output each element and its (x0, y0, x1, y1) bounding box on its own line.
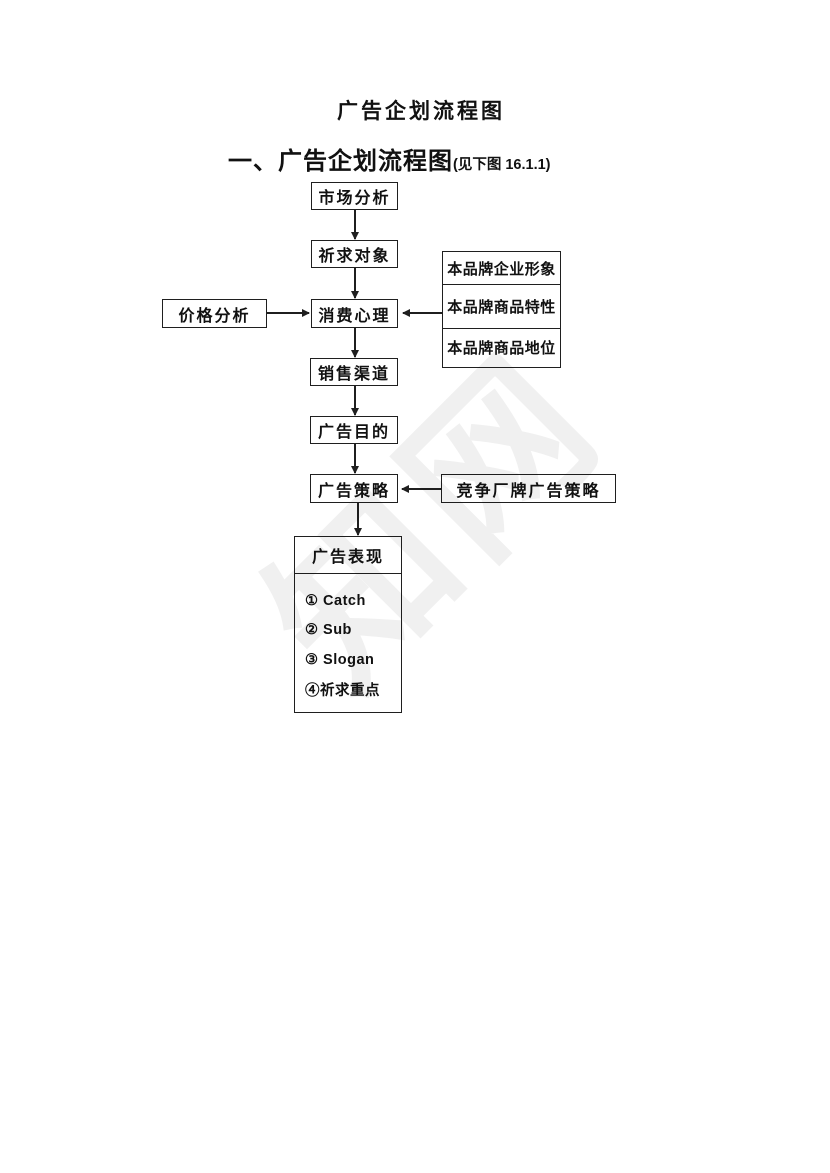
node-brand-product-position: 本品牌商品地位 (443, 328, 560, 366)
node-brand-product-features: 本品牌商品特性 (443, 284, 560, 328)
node-appeal-target: 祈求对象 (311, 240, 398, 268)
arrow-market-to-appeal (350, 209, 359, 240)
arrow-saleschannel-to-objective (350, 386, 359, 416)
node-price-analysis: 价格分析 (162, 299, 267, 328)
node-competitor-strategy: 竞争厂牌广告策略 (441, 474, 616, 503)
arrow-strategy-to-expression (353, 503, 362, 536)
node-ad-strategy: 广告策略 (310, 474, 398, 503)
node-ad-expression: 广告表现 ① Catch ② Sub ③ Slogan ④祈求重点 (294, 536, 402, 713)
arrow-objective-to-strategy (350, 444, 359, 474)
node-market-analysis: 市场分析 (311, 182, 398, 210)
arrow-price-to-psychology (267, 308, 310, 317)
page-title: 广告企划流程图 (337, 100, 505, 123)
node-consumer-psychology: 消费心理 (311, 299, 398, 328)
node-sales-channel: 销售渠道 (310, 358, 398, 386)
arrow-brandstack-to-psychology (402, 308, 442, 317)
arrow-competitor-to-strategy (401, 484, 441, 493)
ad-expression-item-sub: ② Sub (305, 622, 352, 639)
brand-factors-stack: 本品牌企业形象 本品牌商品特性 本品牌商品地位 (442, 251, 561, 368)
node-brand-corporate-image: 本品牌企业形象 (447, 260, 556, 278)
section-heading-text: 一、广告企划流程图 (228, 148, 453, 175)
node-ad-objective: 广告目的 (310, 416, 398, 444)
ad-expression-title: 广告表现 (295, 537, 401, 574)
arrow-psychology-to-saleschannel (350, 328, 359, 358)
ad-expression-item-slogan: ③ Slogan (305, 651, 375, 668)
ad-expression-item-appeal-focus: ④祈求重点 (305, 682, 380, 699)
ad-expression-item-catch: ① Catch (305, 592, 366, 609)
arrow-appeal-to-psychology (350, 267, 359, 299)
section-heading-note: (见下图 16.1.1) (453, 157, 551, 173)
ad-expression-list: ① Catch ② Sub ③ Slogan ④祈求重点 (295, 574, 401, 704)
section-heading: 一、广告企划流程图(见下图 16.1.1) (228, 141, 551, 176)
